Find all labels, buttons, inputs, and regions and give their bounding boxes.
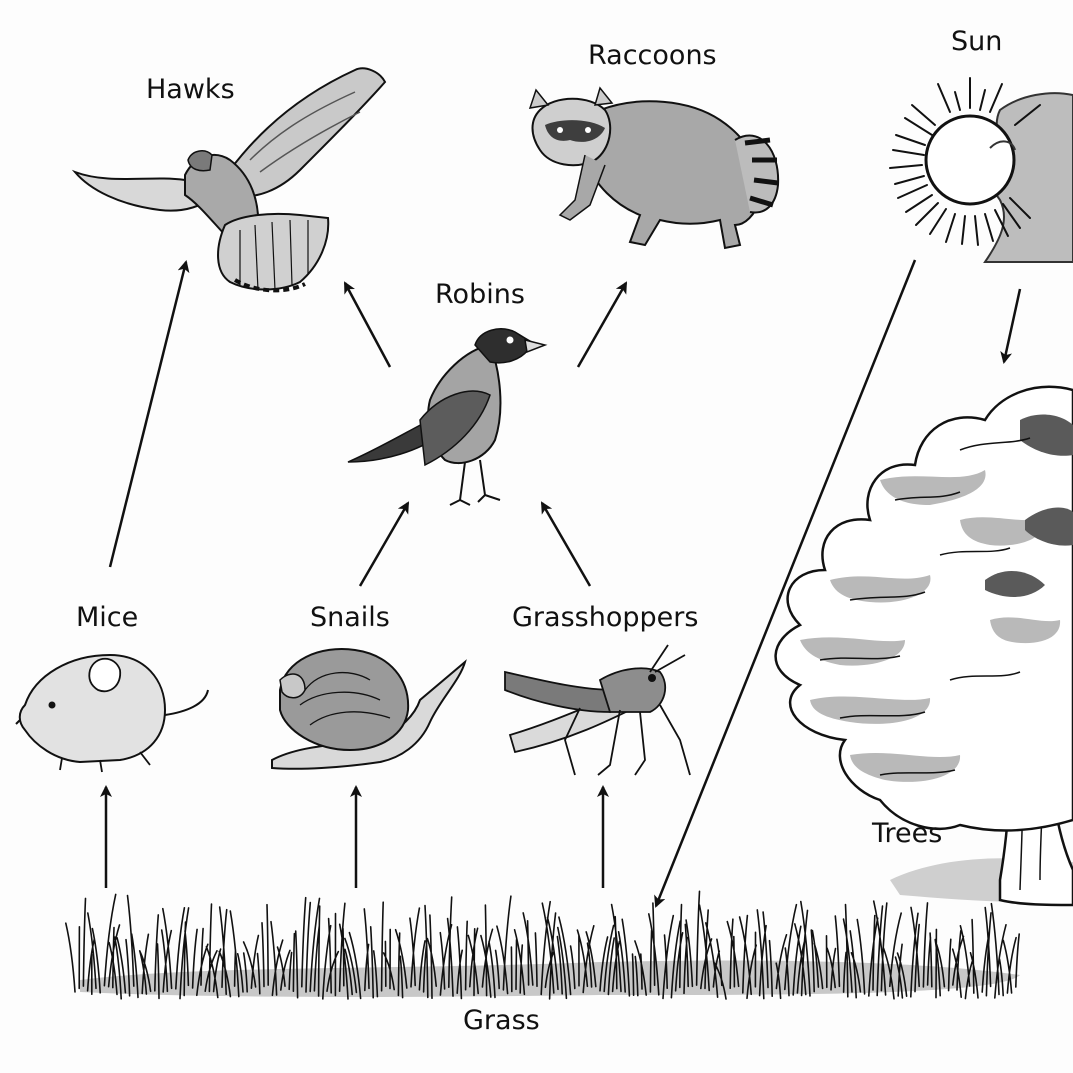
arrow-robins-to-hawks xyxy=(345,283,390,367)
raccoon-icon xyxy=(530,88,778,248)
arrow-robins-to-raccoons xyxy=(578,283,626,367)
robin-icon xyxy=(348,329,545,505)
label-grass: Grass xyxy=(463,1007,540,1034)
label-mice: Mice xyxy=(76,604,138,631)
sun-icon xyxy=(890,78,1073,262)
snail-icon xyxy=(272,649,465,769)
label-trees: Trees xyxy=(872,820,942,847)
arrow-grasshoppers-to-robins xyxy=(542,503,590,586)
grasshopper-icon xyxy=(505,645,690,775)
label-robins: Robins xyxy=(435,281,525,308)
grass-icon xyxy=(66,891,1020,999)
label-snails: Snails xyxy=(310,604,390,631)
label-grasshoppers: Grasshoppers xyxy=(512,604,698,631)
arrow-snails-to-robins xyxy=(360,503,408,586)
mouse-icon xyxy=(16,655,208,772)
label-raccoons: Raccoons xyxy=(588,42,717,69)
arrow-sun-to-trees xyxy=(1004,289,1020,362)
arrow-mice-to-hawks xyxy=(110,262,186,567)
label-hawks: Hawks xyxy=(146,76,235,103)
label-sun: Sun xyxy=(951,28,1002,55)
